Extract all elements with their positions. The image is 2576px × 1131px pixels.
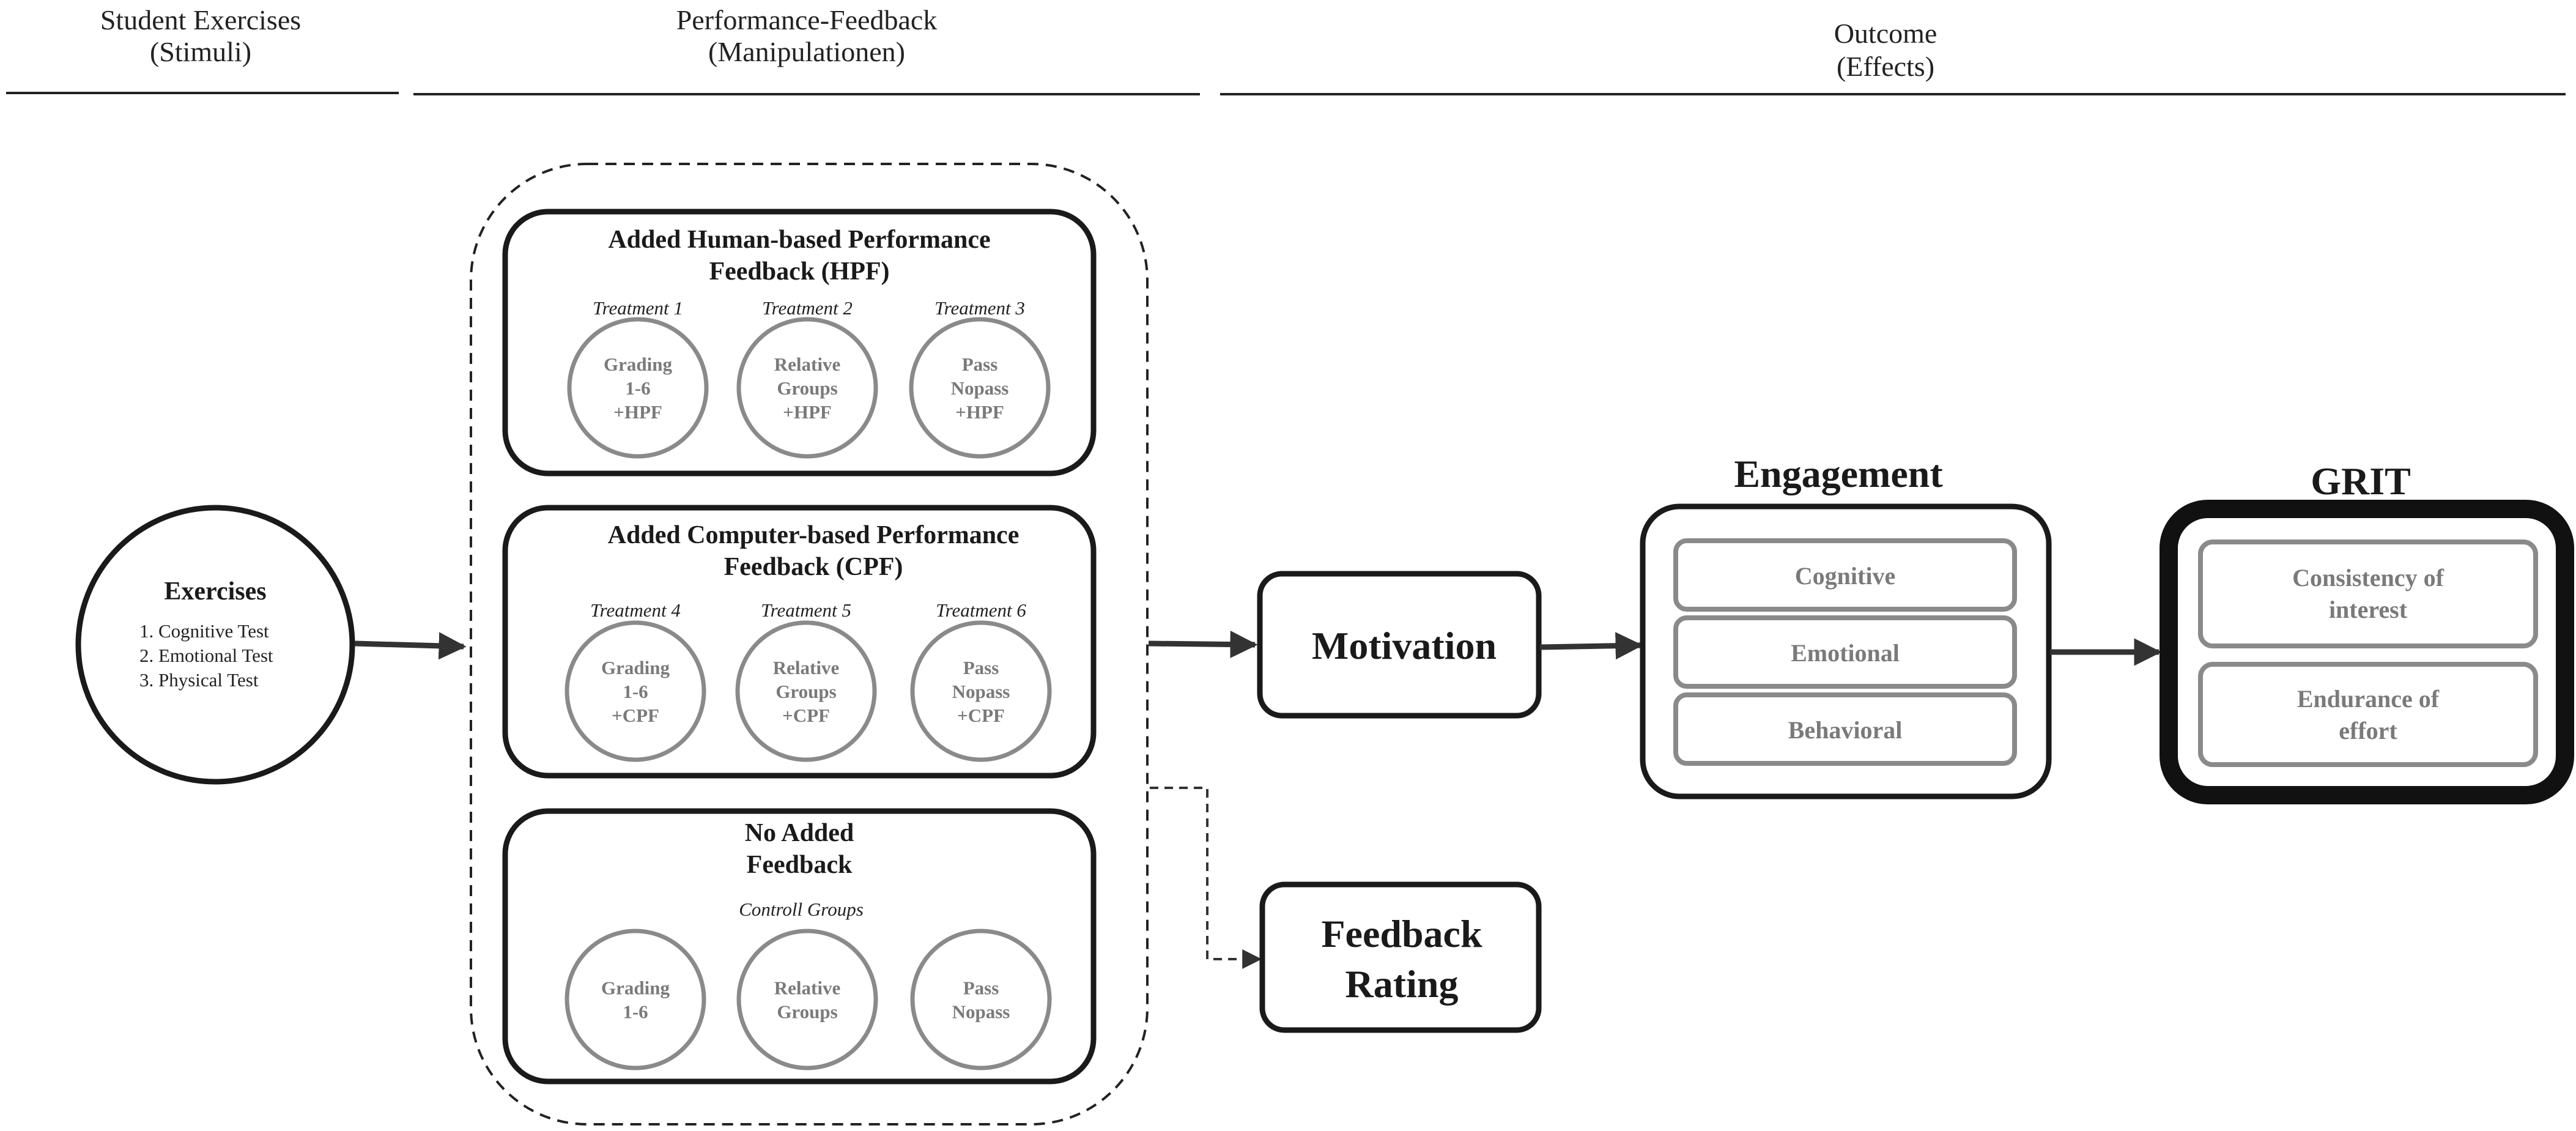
hpf-treatment-label: Treatment 2: [762, 297, 853, 319]
grit-item-endurance-line2: effort: [2339, 717, 2397, 744]
hpf-circle-text: 1-6: [625, 377, 650, 399]
hpf-treatment-label: Treatment 1: [593, 297, 683, 319]
grit-item-box: [2198, 662, 2538, 767]
cpf-circle-text: Grading: [601, 657, 670, 678]
engagement-item-box: [1673, 692, 2017, 766]
arrow-exercises-to-feedback: [354, 632, 467, 660]
header-outcome-line2: (Effects): [1837, 51, 1934, 82]
control-title-line2: Feedback: [747, 851, 853, 879]
control-treatment-circle: [564, 929, 706, 1070]
cpf-treatment-circle: [910, 620, 1052, 762]
header-manipulations: Performance-Feedback (Manipulationen): [413, 4, 1200, 95]
feedback-rating-box: [1259, 881, 1542, 1033]
header-stimuli: Student Exercises (Stimuli): [6, 4, 399, 94]
hpf-circle-text: Grading: [604, 354, 672, 375]
arrow-motivation-to-engagement: [1539, 632, 1643, 660]
cpf-circle-text: +CPF: [957, 705, 1005, 726]
cpf-treatment-label: Treatment 6: [936, 599, 1026, 621]
grit-item-consistency-line2: interest: [2329, 596, 2408, 623]
engagement-title: Engagement: [1734, 452, 1943, 495]
engagement-node: Engagement Cognitive Emotional Behaviora…: [1640, 452, 2052, 799]
cpf-circle-text: 1-6: [623, 681, 648, 702]
header-stimuli-line1: Student Exercises: [100, 4, 301, 35]
header-stimuli-line2: (Stimuli): [150, 36, 251, 67]
header-manipulations-line2: (Manipulationen): [708, 36, 905, 67]
grit-item-endurance-line1: Endurance of: [2297, 685, 2440, 713]
motivation-node: Motivation: [1257, 571, 1542, 719]
hpf-treatment-label: Treatment 3: [935, 297, 1025, 319]
control-circle-text: 1-6: [623, 1001, 648, 1023]
cpf-treatment-label: Treatment 5: [761, 599, 851, 621]
cpf-circle-text: Nopass: [952, 681, 1010, 702]
grit-item-consistency-line1: Consistency of: [2292, 564, 2444, 591]
manipulation-dashed-container: [470, 163, 1149, 1125]
engagement-item-emotional: Emotional: [1791, 639, 1900, 667]
cpf-group: Added Computer-based Performance Feedbac…: [502, 505, 1097, 779]
hpf-treatment-circle: [909, 317, 1051, 459]
control-circle-text: Grading: [601, 977, 670, 999]
hpf-circle-text: Pass: [962, 354, 998, 375]
cpf-treatments: Treatment 4 Grading 1-6 +CPF Treatment 5 Rela…: [564, 599, 1052, 762]
header-outcome: Outcome (Effects): [1220, 18, 2566, 95]
control-circle-text: Groups: [777, 1001, 837, 1023]
cpf-circle-text: Pass: [963, 657, 999, 678]
exercises-node: Exercises 1. Cognitive Test 2. Emotional…: [75, 505, 355, 785]
grit-title: GRIT: [2311, 459, 2411, 503]
hpf-title-line1: Added Human-based Performance: [608, 226, 990, 254]
feedback-rating-line2: Rating: [1345, 962, 1459, 1006]
hpf-circle-text: +HPF: [783, 401, 832, 423]
feedback-rating-node: Feedback Rating: [1259, 881, 1542, 1033]
exercises-circle: [75, 505, 355, 785]
cpf-circle-text: +CPF: [612, 705, 659, 726]
exercises-title: Exercises: [164, 577, 266, 606]
cpf-circle-text: Groups: [775, 681, 836, 702]
hpf-circle-text: Relative: [774, 354, 840, 375]
engagement-item-box: [1673, 538, 2017, 612]
feedback-rating-line1: Feedback: [1321, 912, 1482, 955]
cpf-title-line1: Added Computer-based Performance: [608, 521, 1020, 549]
exercises-item: 2. Emotional Test: [139, 645, 273, 666]
hpf-circle-text: +HPF: [955, 401, 1004, 423]
arrow-feedback-to-rating: [1150, 787, 1262, 969]
motivation-label: Motivation: [1312, 624, 1497, 667]
cpf-treatment-circle: [735, 620, 877, 762]
engagement-item-box: [1673, 615, 2017, 689]
engagement-item-cognitive: Cognitive: [1795, 562, 1895, 590]
hpf-group: Added Human-based Performance Feedback (…: [502, 209, 1097, 477]
motivation-box: [1257, 571, 1542, 719]
header-outcome-line1: Outcome: [1834, 18, 1938, 49]
cpf-circle-text: Relative: [773, 657, 839, 678]
arrow-feedback-to-motivation: [1148, 631, 1258, 659]
hpf-circle-text: +HPF: [613, 401, 662, 423]
header-manipulations-line1: Performance-Feedback: [676, 4, 938, 35]
hpf-treatment-circle: [736, 317, 878, 459]
control-treatment-circle: [910, 929, 1052, 1070]
exercises-item: 3. Physical Test: [139, 669, 259, 691]
control-circle-text: Pass: [963, 977, 999, 999]
grit-node: GRIT Consistency of interest Endurance o…: [2160, 459, 2574, 804]
cpf-title-line2: Feedback (CPF): [724, 553, 903, 581]
control-circle-text: Relative: [774, 977, 840, 999]
cpf-circle-text: +CPF: [782, 705, 830, 726]
hpf-title-line2: Feedback (HPF): [709, 258, 889, 286]
engagement-item-behavioral: Behavioral: [1788, 716, 1903, 744]
control-circle-text: Nopass: [952, 1001, 1010, 1023]
control-title-line1: No Added: [745, 819, 854, 847]
cpf-treatment-circle: [564, 620, 706, 762]
control-treatment-circle: [736, 929, 878, 1070]
hpf-treatment-circle: [567, 317, 709, 459]
grit-item-box: [2198, 540, 2538, 648]
exercises-item: 1. Cognitive Test: [139, 620, 269, 642]
cpf-treatment-label: Treatment 4: [590, 599, 681, 621]
control-subtitle: Controll Groups: [739, 899, 864, 920]
hpf-circle-text: Groups: [777, 377, 837, 399]
control-group: No Added Feedback Controll Groups Gradin…: [502, 808, 1097, 1085]
hpf-circle-text: Nopass: [951, 377, 1009, 399]
